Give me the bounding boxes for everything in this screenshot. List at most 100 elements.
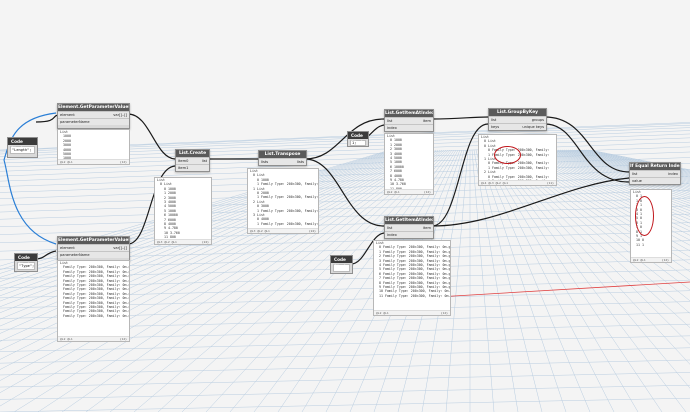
node-title[interactable]: List.Transpose xyxy=(259,151,306,158)
code-block-index[interactable]: Code Block 1; xyxy=(347,131,369,147)
preview-row: 0 List xyxy=(160,182,172,187)
preview-row: 2 3000 xyxy=(390,147,402,152)
preview-row: 8 4000 xyxy=(164,221,176,226)
preview-row: 9 4.780 xyxy=(164,226,178,231)
x-axis-line xyxy=(419,281,690,299)
node-title[interactable]: List.GetItemAtIndex xyxy=(385,217,433,224)
preview-row: Family Type: 200×300, Family: 0m-g xyxy=(63,313,130,318)
port-index[interactable]: index xyxy=(385,231,433,238)
preview-list-length[interactable]: List 10002000300040005000100010000600040… xyxy=(57,129,130,165)
preview-row: 1 List xyxy=(253,186,265,191)
node-title[interactable]: List.GetItemAtIndex xyxy=(385,110,433,117)
preview-row: 3 4000 xyxy=(164,199,176,204)
preview-row: 10 3.760 xyxy=(390,182,406,187)
code-block-length[interactable]: Code Block "Length"; xyxy=(7,137,38,158)
preview-row: 1 Family Type: 200×300, Family: 0 xyxy=(257,182,319,187)
preview-footer: @L3 @L2 @L1{24} xyxy=(248,227,318,233)
preview-row: 4000 xyxy=(63,147,71,152)
node-title[interactable]: Element.GetParameterValueByName xyxy=(58,104,129,111)
node-title[interactable]: Code Block xyxy=(348,132,368,145)
code-block-index-2[interactable]: Code Block xyxy=(330,255,353,274)
code-text[interactable]: 1; xyxy=(350,140,366,146)
preview-row: List xyxy=(387,134,395,138)
preview-row: Family Type: 200×300, Family: 0m-g xyxy=(63,309,130,314)
node-title[interactable]: Element.GetParameterValueByName xyxy=(58,237,129,244)
preview-row: 2 3000 xyxy=(164,195,176,200)
preview-row: 4 5000 xyxy=(164,204,176,209)
preview-row: 0 1000 xyxy=(164,186,176,191)
preview-row: 0 Family Type: 200×300, Family: xyxy=(488,174,550,179)
port-index[interactable]: index xyxy=(385,124,433,131)
port-parameter-name[interactable]: parameterName xyxy=(58,251,129,258)
preview-row: 0 List xyxy=(253,173,265,178)
code-block-type[interactable]: Code Block "Type"; xyxy=(14,253,38,272)
preview-row: 10 Family Type: 200×300, Family: 0m-g xyxy=(379,289,451,294)
get-parameter-node-length[interactable]: Element.GetParameterValueByName elementv… xyxy=(57,103,130,129)
preview-row: 0 1000 xyxy=(390,138,402,143)
preview-row: List xyxy=(250,169,258,173)
get-parameter-node-type[interactable]: Element.GetParameterValueByName elementv… xyxy=(57,236,130,262)
preview-row: 0 1000 xyxy=(257,177,269,182)
preview-row: Family Type: 200×300, Family: 0m-g xyxy=(63,265,130,270)
node-title[interactable]: List.GroupByKey xyxy=(489,109,546,116)
preview-row: 1 Family Type: 200×300, Family: 0m-g xyxy=(379,249,451,254)
port-parameter-name[interactable]: parameterName xyxy=(58,118,129,125)
preview-row: 0 Family Type: 200×300, Family: xyxy=(488,161,550,166)
preview-row: 10 0 xyxy=(636,238,644,243)
port-value[interactable]: value xyxy=(630,177,680,184)
node-title[interactable]: List.Create xyxy=(176,150,209,157)
port-item1[interactable]: item1 xyxy=(176,164,209,171)
preview-footer: @L2 @L1{12} xyxy=(58,335,129,341)
preview-row: Family Type: 200×300, Family: 0m-g xyxy=(63,287,130,292)
preview-row: 7 6000 xyxy=(164,217,176,222)
preview-row: 2 Family Type: 200×300, Family: 0m-g xyxy=(379,254,451,259)
preview-row: 9 4.780 xyxy=(390,177,404,182)
preview-row: 1 Family Type: 200×300, Family: 0 xyxy=(257,208,319,213)
preview-row: 6 10000 xyxy=(164,213,178,218)
preview-row: 7 Family Type: 200×300, Family: 0m-g xyxy=(379,276,451,281)
preview-row: 0 1 xyxy=(636,194,642,199)
preview-row: 0 3000 xyxy=(257,204,269,209)
code-text[interactable]: "Type"; xyxy=(17,262,35,270)
code-text[interactable]: "Length"; xyxy=(10,146,35,154)
node-title[interactable]: Code Block xyxy=(15,254,37,267)
preview-row: 5000 xyxy=(63,151,71,156)
code-text[interactable] xyxy=(333,264,350,272)
preview-row: 4 Family Type: 200×300, Family: 0m-g xyxy=(379,262,451,267)
preview-row: 11 800 xyxy=(164,235,176,240)
preview-row: 1 Family Type: 200×300, Family: 0 xyxy=(257,221,319,226)
node-title[interactable]: Code Block xyxy=(8,138,37,151)
preview-row: 0 Family Type: 200×300, Family: 0m-g xyxy=(379,245,451,250)
preview-row: 1 Family Type: 200×300, Family: xyxy=(488,165,550,170)
preview-footer: @L4 @L3 @L2 @L1{11} xyxy=(479,179,556,185)
preview-row: 3 4000 xyxy=(390,151,402,156)
preview-row: 11 1 xyxy=(636,242,644,247)
preview-footer: @L2 @L1{12} xyxy=(631,256,671,262)
preview-row: List xyxy=(376,241,384,245)
node-title[interactable]: If Equal Return Index xyxy=(630,163,680,170)
preview-row: 9 Family Type: 200×300, Family: 0m-g xyxy=(379,284,451,289)
preview-row: Family Type: 200×300, Family: 0m-g xyxy=(63,304,130,309)
node-title[interactable]: Code Block xyxy=(331,256,352,269)
